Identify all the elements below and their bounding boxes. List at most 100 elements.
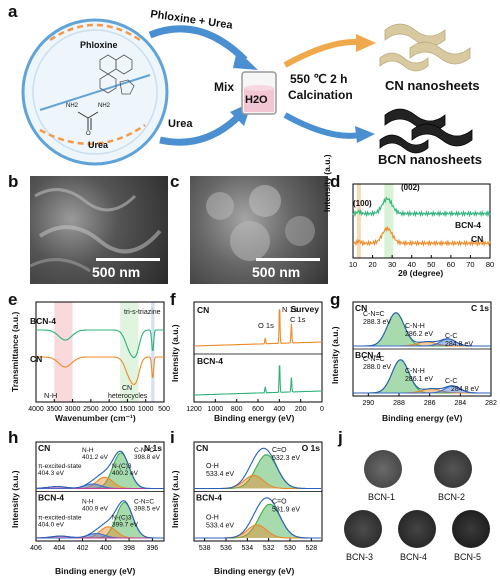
n1s-bcn-peak-2: π-excited-state — [38, 515, 82, 522]
o1s-envelope-1 — [194, 497, 321, 539]
survey-peak-n1s: N 1s — [282, 305, 298, 314]
survey-legend-BCN-4: BCN-4 — [197, 356, 223, 366]
urea-molecule-icon — [77, 111, 99, 130]
ftir-x-ticklabel-7: 500 — [158, 406, 170, 413]
survey-peak-c1s: C 1s — [290, 315, 306, 324]
xrd-series-BCN-4 — [352, 196, 491, 218]
o1s-legend-0: CN — [196, 443, 208, 453]
n1s-x-ticklabel-4: 398 — [123, 545, 135, 552]
survey-x-ticklabel-5: 200 — [295, 406, 307, 413]
panel-letter-g: g — [330, 290, 341, 309]
n1s-x-ticklabel-1: 404 — [53, 545, 65, 552]
bcn-nanosheets-icon — [379, 108, 473, 154]
schematic-graphics — [21, 18, 473, 166]
panel-letter-b: b — [8, 172, 19, 191]
ftir-annot-nh: N-H — [44, 391, 57, 400]
c1s-cn-peak-1: C-N-H — [405, 323, 425, 330]
panel-j-photos: BCN-1 BCN-2 BCN-3 BCN-4 BCN-5 — [338, 440, 498, 580]
n1s-bcn-peak-0: N-H — [82, 499, 94, 506]
survey-x-ticklabel-4: 400 — [273, 406, 285, 413]
panel-letter-d: d — [330, 172, 341, 191]
c1s-x-ticklabel-3: 284 — [454, 400, 466, 407]
label-bcn-4: BCN-4 — [400, 552, 428, 562]
xrd-peak-100: (100) — [353, 199, 372, 208]
survey-xlabel: Binding energy (eV) — [214, 413, 295, 423]
label-urea: Urea — [88, 140, 109, 150]
o1s-bcn-peak-0: C=O — [272, 499, 287, 506]
ftir-xlabel: Wavenumber (cm⁻¹) — [55, 413, 136, 423]
c1s-bcn-value-2: 284.8 eV — [451, 386, 479, 393]
c1s-legend-1: BCN-4 — [355, 350, 381, 360]
n1s-legend-0: CN — [38, 443, 50, 453]
scale-bar-c — [256, 258, 320, 261]
scale-label-b: 500 nm — [92, 264, 141, 280]
o1s-cn-value-1: 533.4 eV — [206, 471, 234, 478]
n1s-xlabel: Binding energy (eV) — [55, 566, 136, 576]
survey-x-ticklabel-6: 0 — [320, 406, 324, 413]
label-bcn-nanosheets: BCN nanosheets — [378, 152, 483, 167]
c1s-xlabel: Binding energy (eV) — [382, 413, 463, 423]
pellet-bcn-3 — [344, 510, 382, 548]
label-bcn-3: BCN-3 — [346, 552, 374, 562]
c1s-bcn-value-1: 286.1 eV — [405, 376, 433, 383]
ftir-band-triazine — [151, 302, 155, 402]
ftir-x-ticklabel-2: 3000 — [65, 406, 81, 413]
survey-legend-CN: CN — [197, 305, 209, 315]
panel-letter-c: c — [170, 172, 180, 191]
o1s-x-ticklabel-4: 530 — [284, 545, 296, 552]
panel-letter-e: e — [8, 290, 18, 309]
c1s-cn-value-1: 286.2 eV — [405, 331, 433, 338]
survey-series-CN — [194, 309, 322, 347]
c1s-x-ticklabel-4: 282 — [485, 400, 497, 407]
label-phloxine: Phloxine — [80, 40, 118, 50]
xrd-x-ticklabel-6: 70 — [466, 260, 474, 269]
xrd-x-ticklabel-2: 30 — [388, 260, 396, 269]
sem-image-cn: 500 nm — [30, 176, 168, 284]
panel-letter-j: j — [338, 428, 343, 447]
n1s-cn-peak-2: π-excited-state — [38, 463, 82, 470]
c1s-cn-peak-0: C-N=C — [363, 311, 385, 318]
c1s-ylabel: Intensity (a.u.) — [330, 326, 340, 384]
reactant-inner-ring — [32, 29, 158, 155]
ftir-x-ticklabel-4: 2000 — [101, 406, 117, 413]
pellet-bcn-2 — [434, 450, 472, 488]
n1s-cn-value-1: 398.8 eV — [134, 454, 161, 461]
o1s-title: O 1s — [302, 443, 321, 453]
label-bcn-5: BCN-5 — [454, 552, 482, 562]
label-cn-nanosheets: CN nanosheets — [385, 78, 480, 93]
o1s-legend-1: BCN-4 — [196, 493, 222, 503]
c1s-bcn-value-0: 288.0 eV — [363, 364, 391, 371]
sem-texture-cn — [30, 188, 162, 273]
arrow-to-cn — [283, 38, 361, 68]
survey-x-ticklabel-1: 1000 — [208, 406, 224, 413]
ftir-series-BCN-4 — [36, 329, 164, 359]
xrd-highlight-100 — [356, 184, 361, 258]
xrd-x-ticklabel-5: 60 — [447, 260, 455, 269]
n1s-ylabel: Intensity (a.u.) — [10, 470, 20, 528]
cn-nanosheets-icon — [379, 23, 471, 72]
n1s-cn-value-0: 401.2 eV — [82, 454, 109, 461]
o1s-cn-peak-0: C=O — [272, 447, 287, 454]
xrd-x-ticklabel-3: 40 — [408, 260, 416, 269]
panel-letter-h: h — [8, 428, 19, 447]
survey-x-ticklabel-3: 600 — [252, 406, 264, 413]
n1s-envelope-0 — [35, 450, 164, 490]
urea-atom-nh2-left: NH2 — [66, 103, 79, 109]
xrd-highlight-002 — [384, 184, 394, 258]
label-calcination: Calcination — [288, 88, 353, 102]
c1s-cn-value-2: 284.8 eV — [445, 341, 473, 348]
n1s-x-ticklabel-0: 406 — [30, 545, 42, 552]
xrd-x-ticklabel-4: 50 — [427, 260, 435, 269]
n1s-cn-peak-1: C-N=C — [134, 447, 154, 454]
urea-atom-nh2-right: NH2 — [98, 103, 111, 109]
o1s-cn-peak-1: O-H — [206, 463, 219, 470]
survey-x-ticklabel-0: 1200 — [186, 406, 202, 413]
ftir-legend-CN: CN — [30, 354, 42, 364]
ftir-x-ticklabel-3: 2500 — [83, 406, 99, 413]
divider-line — [39, 74, 151, 111]
n1s-x-ticklabel-3: 400 — [100, 545, 112, 552]
survey-series-BCN-4 — [194, 365, 322, 396]
